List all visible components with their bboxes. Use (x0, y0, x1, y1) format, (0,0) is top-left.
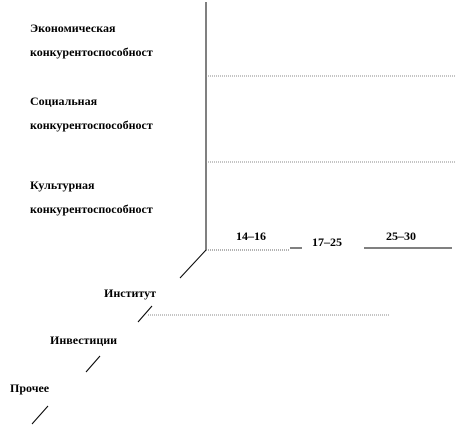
label-social-competitiveness: Социальная конкурентоспособност (30, 89, 153, 137)
label-cultural-line1: Культурная (30, 178, 95, 192)
diagonal-axis-3 (85, 355, 101, 373)
factor-label-other: Прочее (10, 381, 50, 395)
label-economic-line1: Экономическая (30, 21, 116, 35)
factor-label-investments: Инвестиции (50, 333, 118, 347)
diagonal-axis-1 (179, 249, 207, 279)
diagonal-axis-4 (31, 405, 49, 425)
age-label-17-25: 17–25 (312, 235, 342, 249)
label-cultural-line2: конкурентоспособност (30, 202, 153, 216)
age-label-14-16: 14–16 (236, 229, 266, 243)
factor-label-institute: Институт (104, 286, 157, 300)
label-economic-competitiveness: Экономическая конкурентоспособност (30, 16, 153, 64)
label-cultural-competitiveness: Культурная конкурентоспособност (30, 173, 153, 221)
diagonal-axis-2 (137, 305, 153, 323)
age-label-25-30: 25–30 (386, 229, 416, 243)
label-social-line2: конкурентоспособност (30, 118, 153, 132)
label-economic-line2: конкурентоспособност (30, 45, 153, 59)
label-social-line1: Социальная (30, 94, 98, 108)
